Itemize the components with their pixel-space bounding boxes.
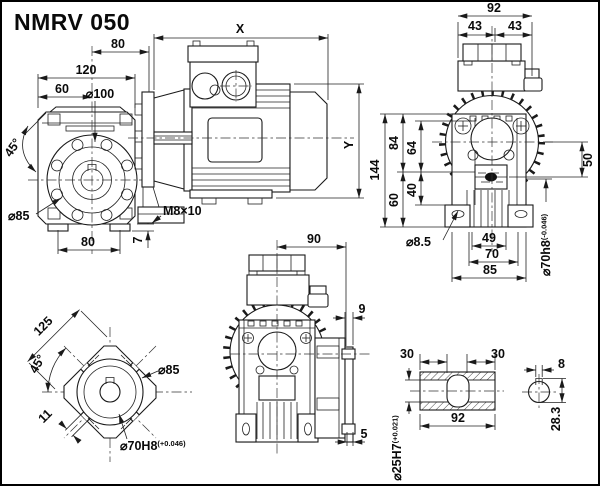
dim-5: 5 xyxy=(361,427,368,441)
dim-43-left: 43 xyxy=(468,19,482,33)
dim-50: 50 xyxy=(581,153,595,167)
dim-92-rear: 92 xyxy=(487,2,501,15)
dim-90: 90 xyxy=(307,232,321,246)
slot-hatching xyxy=(87,354,133,430)
output-hub xyxy=(314,337,346,439)
drawing-title: NMRV 050 xyxy=(14,9,130,35)
dim-80-bottom: 80 xyxy=(81,235,95,249)
dim-144: 144 xyxy=(368,160,382,181)
bolt-holes xyxy=(51,139,133,221)
output-side-view: 90 9 5 xyxy=(223,232,372,454)
dim-85: 85 xyxy=(483,263,497,277)
dim-43-right: 43 xyxy=(508,19,522,33)
output-flange-disc xyxy=(344,346,354,443)
cooling-fins-ring xyxy=(439,89,545,195)
dim-8: 8 xyxy=(558,357,565,371)
dim-angle-45: 45° xyxy=(2,136,24,160)
dim-dia85: ⌀85 xyxy=(8,209,29,223)
dim-70: 70 xyxy=(485,247,499,261)
dim-Y: Y xyxy=(342,140,356,149)
hollow-shaft-view: 30 30 92 ⌀25H7(+0.021) 8 28.3 xyxy=(390,347,566,481)
dim-80-top: 80 xyxy=(111,37,125,51)
dim-thread-m8: M8×10 xyxy=(163,204,202,218)
dim-92-shaft: 92 xyxy=(451,411,465,425)
terminal-box-output-view xyxy=(246,254,329,308)
output-flange-view: 125 45° 11 ⌀85 ⌀70H8(+0.046) xyxy=(27,309,192,462)
dim-30-left: 30 xyxy=(400,347,414,361)
terminal-box-rear xyxy=(457,43,543,92)
dim-angle-45-flange: 45° xyxy=(27,352,49,375)
dim-125: 125 xyxy=(31,314,56,339)
dim-dia25H7: ⌀25H7(+0.021) xyxy=(390,415,404,481)
front-view: 120 60 80 ⌀100 45° ⌀85 80 7 xyxy=(2,37,154,254)
dim-120: 120 xyxy=(76,63,97,77)
dim-X: X xyxy=(236,22,245,36)
motor-nameplate xyxy=(207,117,263,163)
dim-30-right: 30 xyxy=(491,347,505,361)
dim-49: 49 xyxy=(482,231,496,245)
left-foot xyxy=(444,204,471,228)
dim-dia85-flange: ⌀85 xyxy=(158,363,179,377)
right-foot xyxy=(507,204,534,228)
dim-40: 40 xyxy=(405,183,419,197)
fan-cowl xyxy=(289,91,328,191)
rear-view: 92 43 43 144 84 60 64 40 50 ⌀70h8(-0.046… xyxy=(368,2,595,282)
terminal-box-side xyxy=(187,40,259,108)
dim-11: 11 xyxy=(36,407,55,426)
dim-dia8-5: ⌀8.5 xyxy=(406,235,431,249)
dim-7: 7 xyxy=(131,236,145,243)
dim-60: 60 xyxy=(55,82,69,96)
dim-60-rear: 60 xyxy=(387,193,401,207)
dim-9: 9 xyxy=(359,302,366,316)
dim-dia70H8: ⌀70H8(+0.046) xyxy=(120,439,186,453)
dim-84: 84 xyxy=(387,136,401,150)
dim-64: 64 xyxy=(405,141,419,155)
dim-dia70h8: ⌀70h8(-0.046) xyxy=(539,213,553,276)
side-view-motor: X Y M8×10 xyxy=(128,22,364,224)
dim-28-3: 28.3 xyxy=(549,407,563,431)
dim-dia100: ⌀100 xyxy=(86,87,114,101)
